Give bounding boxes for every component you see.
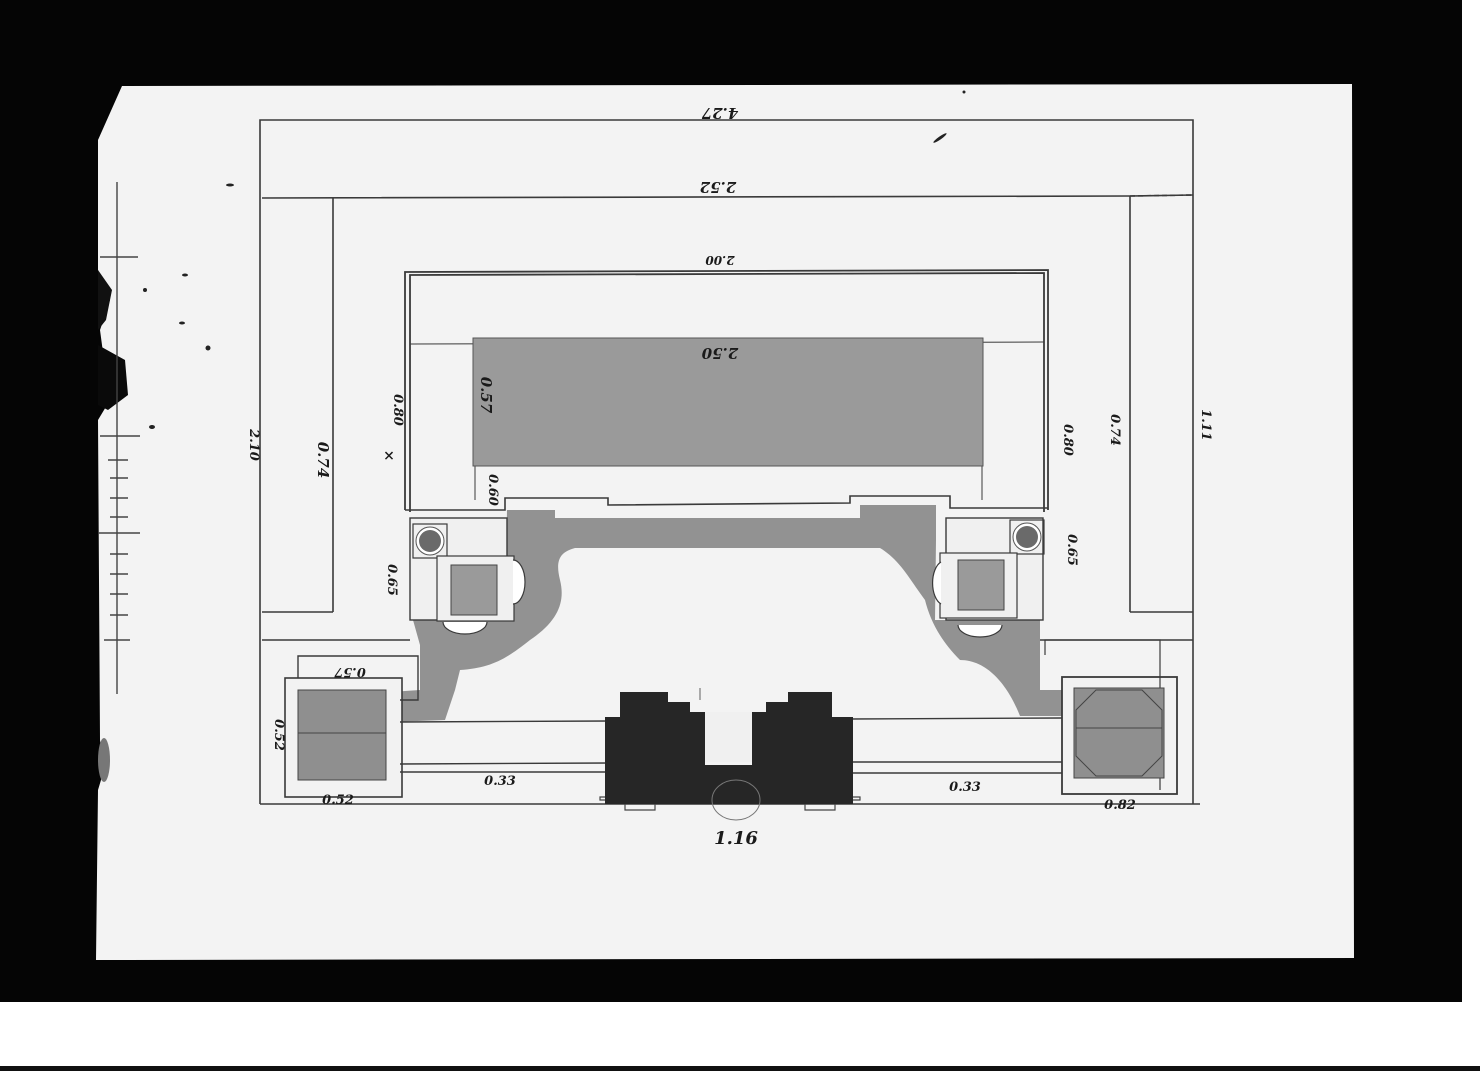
dim-left-pedestal-top: 0.57	[334, 664, 366, 679]
dim-left-outer-height: 2.10	[246, 428, 261, 461]
dim-left-mid-height: 0.74	[314, 442, 332, 479]
dim-left-walk: 0.33	[484, 774, 516, 789]
dim-outer-width: 4.27	[701, 104, 738, 122]
dim-step-depth: 0.60	[485, 474, 500, 506]
dim-left-pedestal-bottom: 0.52	[322, 793, 354, 808]
outer-boundary	[259, 119, 1200, 805]
central-basin	[472, 337, 984, 467]
pedestal-square	[957, 559, 1005, 611]
dim-left-inner-height: 0.80	[390, 394, 405, 426]
terrace-wash	[390, 505, 1072, 722]
edge-stain	[98, 345, 128, 410]
dim-inner-width: 2.00	[705, 253, 736, 267]
pedestal-square	[450, 564, 498, 616]
central-building	[599, 692, 861, 821]
dim-basin-depth: 0.57	[477, 377, 495, 414]
doorway-swing	[711, 779, 761, 821]
terrace-step-outline	[405, 495, 1048, 511]
dim-second-width: 2.52	[700, 178, 738, 196]
left-pavilion	[409, 517, 526, 635]
ink-blot	[98, 738, 110, 782]
ink-spatter	[143, 90, 966, 429]
dim-right-walk: 0.33	[949, 780, 981, 795]
octagon-base	[1075, 689, 1163, 777]
bottom-edge-strip	[0, 1066, 1480, 1071]
dim-left-inner-mark: ×	[383, 448, 395, 464]
scale-bar	[98, 182, 140, 694]
dimension-labels: 4.27 2.52 2.00 2.50 0.57 2.10 0.74 0.80 …	[246, 104, 1213, 849]
dim-left-pedestal-side: 0.52	[271, 719, 286, 751]
dim-right-inner-height: 0.80	[1060, 424, 1075, 456]
dim-basin-width: 2.50	[701, 344, 739, 362]
dim-left-pier: 0.65	[384, 564, 399, 596]
right-pavilion	[932, 517, 1045, 638]
dim-right-outer-height: 1.11	[1198, 409, 1213, 441]
dim-right-mid-height: 0.74	[1107, 414, 1122, 446]
walkway	[399, 688, 1063, 774]
right-corner-pedestal	[1044, 639, 1178, 795]
dim-right-pedestal-bottom: 0.82	[1104, 798, 1136, 813]
dim-center-block: 1.16	[714, 828, 758, 849]
left-corner-pedestal	[284, 655, 419, 798]
dim-right-pier: 0.65	[1064, 534, 1079, 566]
edge-stain	[98, 270, 112, 330]
